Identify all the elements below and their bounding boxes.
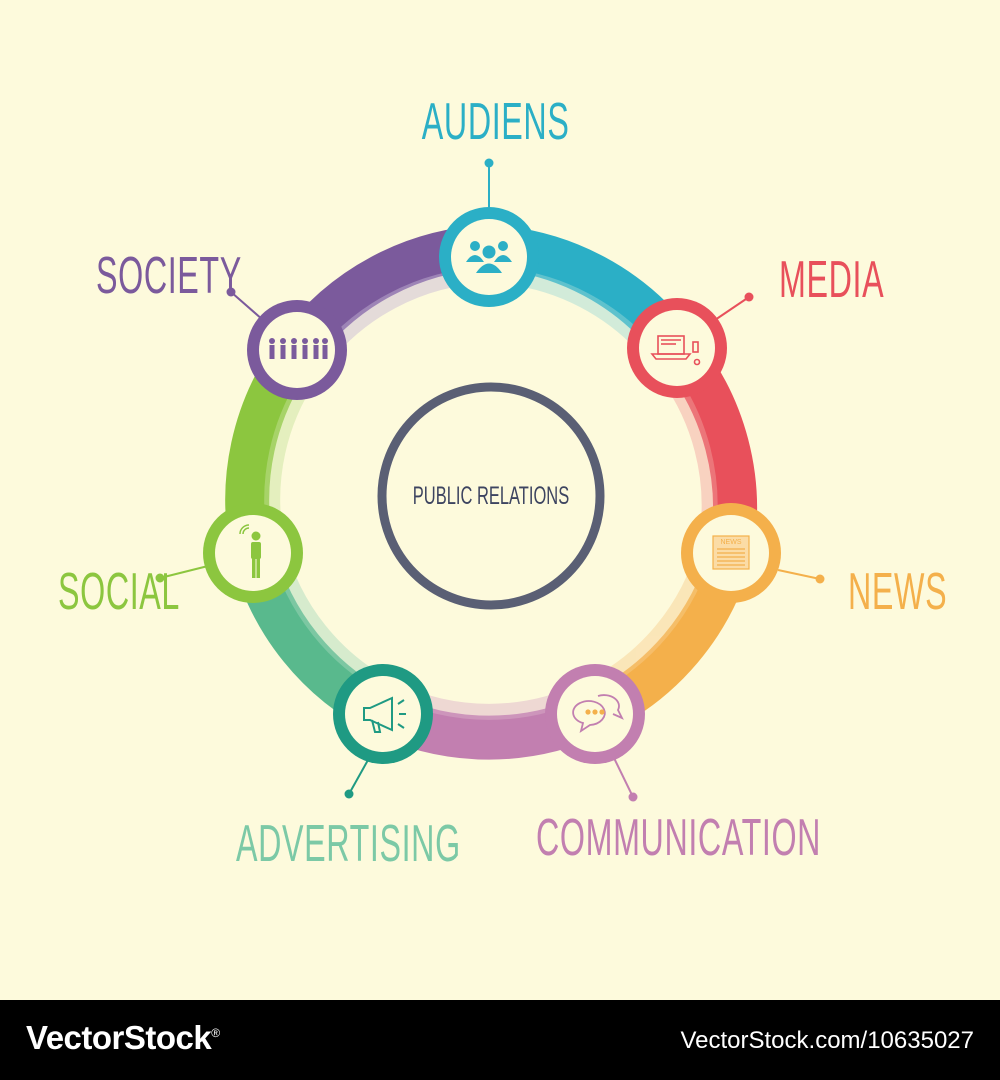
node-media[interactable] bbox=[627, 298, 727, 398]
connector-advertising bbox=[348, 759, 369, 795]
crowd-icon bbox=[269, 338, 328, 359]
connector-dot-society bbox=[226, 287, 236, 297]
connector-media bbox=[711, 296, 750, 323]
footer-link[interactable]: VectorStock.com/10635027 bbox=[680, 1027, 974, 1054]
connector-dot-media bbox=[744, 292, 754, 302]
label-society: SOCIETY bbox=[96, 247, 242, 305]
node-social[interactable] bbox=[203, 503, 303, 603]
center-hub: PUBLIC RELATIONS bbox=[377, 382, 605, 610]
newspaper-masthead: NEWS bbox=[721, 539, 742, 546]
connector-news bbox=[777, 569, 821, 580]
laptop-icon bbox=[650, 335, 701, 366]
label-audiens: AUDIENS bbox=[421, 93, 570, 151]
label-news: NEWS bbox=[848, 563, 948, 621]
node-audiens[interactable] bbox=[439, 207, 539, 307]
node-communication[interactable] bbox=[545, 664, 645, 764]
node-advertising[interactable] bbox=[333, 664, 433, 764]
connector-dot-communication bbox=[628, 792, 638, 802]
watermark-footer: VectorStock® VectorStock.com/10635027 bbox=[0, 1000, 1000, 1080]
label-advertising: ADVERTISING bbox=[236, 815, 461, 873]
connector-communication bbox=[613, 757, 634, 798]
connector-social bbox=[159, 565, 209, 579]
connector-dot-news bbox=[815, 574, 825, 584]
megaphone-icon bbox=[363, 696, 406, 733]
connector-dot-social bbox=[155, 573, 165, 583]
label-media: MEDIA bbox=[779, 251, 885, 309]
footer-brand: VectorStock® bbox=[26, 1019, 220, 1057]
center-label: PUBLIC RELATIONS bbox=[413, 483, 569, 510]
label-social: SOCIAL bbox=[58, 563, 180, 621]
connector-dot-advertising bbox=[344, 789, 354, 799]
diagram-svg: NEWS bbox=[155, 158, 825, 802]
footer-registered: ® bbox=[211, 1026, 220, 1040]
diagram-stage: NEWS bbox=[58, 93, 948, 873]
chat-bubbles-icon bbox=[572, 694, 624, 734]
newspaper-icon: NEWS bbox=[712, 535, 750, 570]
connectors bbox=[155, 158, 825, 802]
node-society[interactable] bbox=[247, 300, 347, 400]
label-communication: COMMUNICATION bbox=[536, 809, 822, 867]
node-news[interactable]: NEWS bbox=[681, 503, 781, 603]
connector-society bbox=[230, 291, 264, 321]
connector-dot-audiens bbox=[484, 158, 494, 168]
footer-brand-name: VectorStock bbox=[26, 1019, 212, 1056]
people-group-icon bbox=[466, 241, 512, 273]
person-signal-icon bbox=[239, 524, 261, 578]
